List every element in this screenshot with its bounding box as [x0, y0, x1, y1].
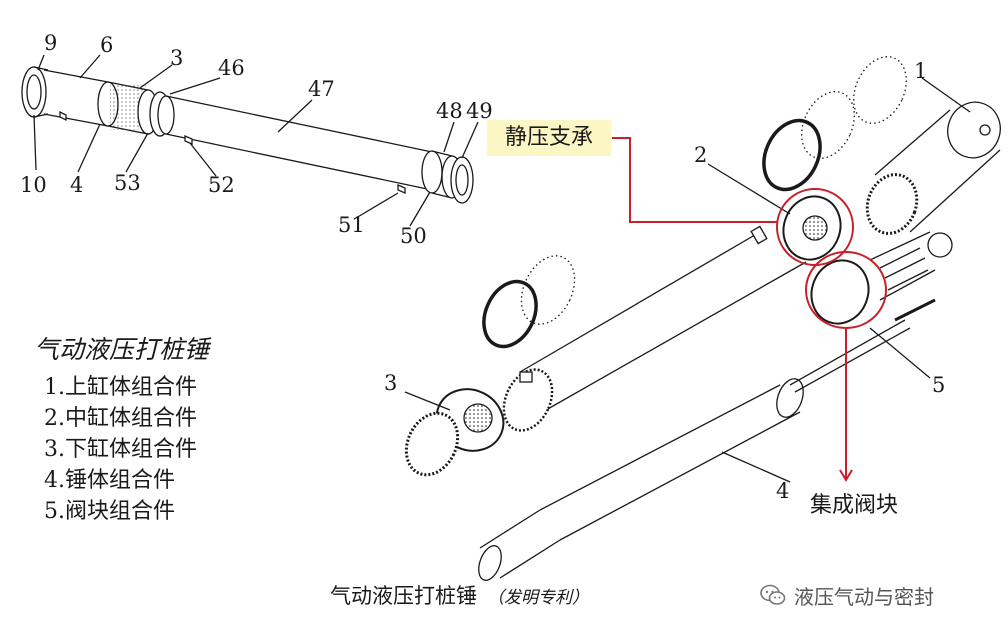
watermark-text: 液压气动与密封: [794, 584, 934, 609]
valve-arrowhead: [839, 469, 853, 482]
legend-item: 4.锤体组合件: [44, 468, 175, 493]
label-50: 50: [400, 224, 427, 248]
bearing-leader: [612, 137, 778, 223]
label-4-bottom: 4: [776, 479, 789, 503]
label-3-top: 3: [170, 46, 183, 70]
label-48: 48: [436, 99, 463, 123]
label-4-top: 4: [70, 173, 83, 197]
wechat-icon: [760, 582, 786, 608]
static-bearing-callout: 静压支承: [487, 120, 611, 156]
watermark: 液压气动与密封: [760, 580, 934, 610]
legend-item: 2.中缸体组合件: [44, 406, 197, 431]
label-47: 47: [308, 77, 335, 101]
label-2: 2: [694, 143, 707, 167]
valve-block-callout: 集成阀块: [810, 493, 899, 518]
label-52: 52: [208, 173, 235, 197]
label-9: 9: [44, 31, 57, 55]
legend-item: 3.下缸体组合件: [44, 437, 197, 462]
label-3-bottom: 3: [384, 371, 397, 395]
legend-item: 1.上缸体组合件: [44, 375, 197, 400]
label-10: 10: [20, 173, 47, 197]
label-51: 51: [338, 213, 365, 237]
figure-caption: 气动液压打桩锤 （发明专利）: [330, 580, 589, 610]
caption-main: 气动液压打桩锤: [330, 584, 477, 608]
caption-sub: （发明专利）: [487, 588, 589, 608]
label-49: 49: [466, 99, 493, 123]
label-53: 53: [114, 171, 141, 195]
label-46: 46: [218, 56, 245, 80]
label-5: 5: [932, 373, 945, 397]
legend-title: 气动液压打桩锤: [34, 335, 210, 364]
red-callouts: [612, 137, 887, 482]
legend-item: 5.阀块组合件: [44, 499, 175, 524]
right-assembly: [404, 56, 1001, 581]
label-1: 1: [914, 59, 927, 83]
label-6: 6: [100, 33, 113, 57]
top-left-assembly: [21, 54, 479, 227]
legend: 气动液压打桩锤 1.上缸体组合件 2.中缸体组合件 3.下缸体组合件 4.锤体组…: [34, 330, 294, 527]
